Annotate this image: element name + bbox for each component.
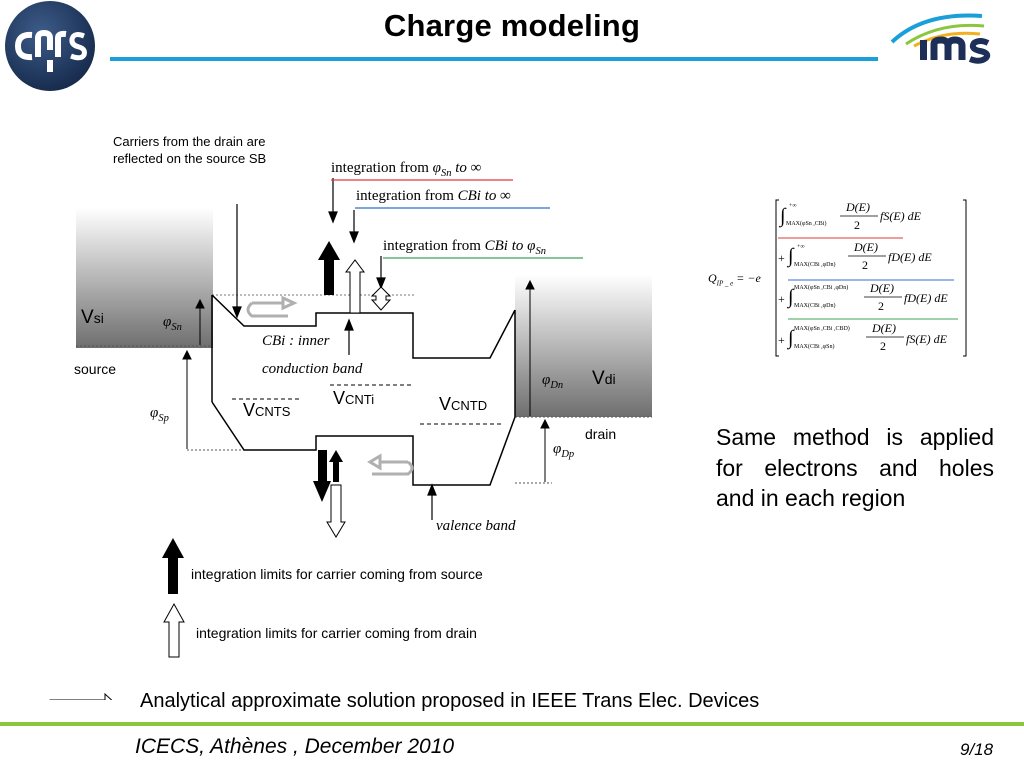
source-limit-arrow-up bbox=[318, 241, 340, 260]
term2-lower: MAX(CBi ,φDn) bbox=[794, 262, 836, 268]
term3-upper: MAX(φSn ,CBi ,φDn) bbox=[794, 285, 849, 291]
conference-footer: ICECS, Athènes , December 2010 bbox=[135, 735, 455, 758]
term1-denominator: 2 bbox=[854, 218, 860, 232]
legend-filled-arrow bbox=[168, 556, 178, 594]
source-limit-arrow-down bbox=[313, 481, 331, 502]
header-rule bbox=[110, 57, 878, 61]
drain-reflection-caption: Carriers from the drain are reflected on… bbox=[113, 134, 267, 166]
drain-limit-arrow-down bbox=[326, 484, 346, 538]
term2-numerator: D(E) bbox=[854, 240, 878, 254]
band-diagram bbox=[49, 178, 652, 700]
vcnti-label: VCNTi bbox=[333, 388, 375, 408]
solution-note: Analytical approximate solution proposed… bbox=[140, 690, 760, 712]
term3-dist: fD(E) dE bbox=[904, 291, 948, 305]
integral-icon: ∫ bbox=[788, 327, 794, 349]
term2-sign: + bbox=[778, 251, 785, 265]
phi-sn-label: φSn bbox=[163, 314, 182, 333]
reflection-icon-valence bbox=[367, 453, 414, 476]
term1-upper: +∞ bbox=[789, 203, 797, 209]
phi-dn-label: φDn bbox=[542, 372, 564, 391]
reflection-icon-conduction bbox=[246, 295, 298, 318]
integration-label-3: integration from CBi to φSn bbox=[383, 238, 546, 257]
phi-dp-label: φDp bbox=[553, 441, 575, 460]
legend-source-text: integration limits for carrier coming fr… bbox=[191, 566, 483, 582]
term3-numerator: D(E) bbox=[870, 281, 894, 295]
integration-label-2: integration from CBi to ∞ bbox=[356, 188, 511, 204]
term4-numerator: D(E) bbox=[872, 321, 896, 335]
term1-dist: fS(E) dE bbox=[880, 209, 921, 223]
term2-upper: +∞ bbox=[797, 244, 805, 250]
term3-lower: MAX(CBi ,φDn) bbox=[794, 303, 836, 309]
term4-sign: + bbox=[778, 333, 785, 347]
legend-hollow-arrow bbox=[163, 602, 185, 658]
term4-upper: MAX(φSn ,CBi ,CBD) bbox=[794, 326, 850, 332]
source-label: source bbox=[74, 361, 117, 377]
term4-lower: MAX(CBi ,φSn) bbox=[794, 344, 835, 350]
integral-icon: ∫ bbox=[780, 205, 786, 227]
phi-sp-label: φSp bbox=[150, 405, 169, 424]
term4-dist: fS(E) dE bbox=[906, 332, 947, 346]
term2-denominator: 2 bbox=[862, 258, 868, 272]
term2-dist: fD(E) dE bbox=[888, 250, 932, 264]
integral-icon: ∫ bbox=[788, 286, 794, 308]
vsi-label: Vsi bbox=[81, 307, 104, 328]
term1-numerator: D(E) bbox=[846, 200, 870, 214]
drain-limit-arrow-up bbox=[345, 259, 365, 314]
term3-denominator: 2 bbox=[878, 299, 884, 313]
vdi-label: Vdi bbox=[592, 368, 616, 389]
conduction-band-line bbox=[211, 294, 516, 359]
term4-denominator: 2 bbox=[880, 339, 886, 353]
valence-band-line bbox=[211, 401, 516, 486]
integration-label-1: integration from φSn to ∞ bbox=[331, 160, 482, 179]
cbi-label: CBi : inner bbox=[262, 333, 330, 349]
right-arrow-icon bbox=[49, 692, 113, 700]
integral-icon: ∫ bbox=[788, 245, 794, 267]
method-note: Same method is applied for electrons and… bbox=[716, 424, 994, 511]
term1-lower: MAX(φSn ,CBi) bbox=[786, 221, 827, 227]
legend-drain-text: integration limits for carrier coming fr… bbox=[196, 625, 477, 641]
footer-rule bbox=[0, 722, 1024, 726]
charge-formula: QIP _ e= −e ∫ +∞ MAX(φSn ,CBi) D(E) 2 fS… bbox=[708, 196, 970, 360]
vcntd-label: VCNTD bbox=[439, 394, 488, 414]
drain-region bbox=[515, 275, 652, 417]
valence-band-label: valence band bbox=[436, 518, 516, 534]
drain-label: drain bbox=[585, 426, 617, 442]
formula-brackets bbox=[775, 199, 967, 357]
formula-lhs: QIP _ e= −e bbox=[708, 271, 761, 288]
slide-title: Charge modeling bbox=[383, 8, 641, 43]
source-region bbox=[76, 208, 213, 348]
term3-sign: + bbox=[778, 292, 785, 306]
vcnts-label: VCNTS bbox=[243, 400, 291, 420]
conduction-band-label: conduction band bbox=[262, 361, 363, 377]
page-number: 9/18 bbox=[960, 740, 994, 759]
ims-logo bbox=[890, 13, 991, 64]
cnrs-logo bbox=[5, 1, 95, 91]
